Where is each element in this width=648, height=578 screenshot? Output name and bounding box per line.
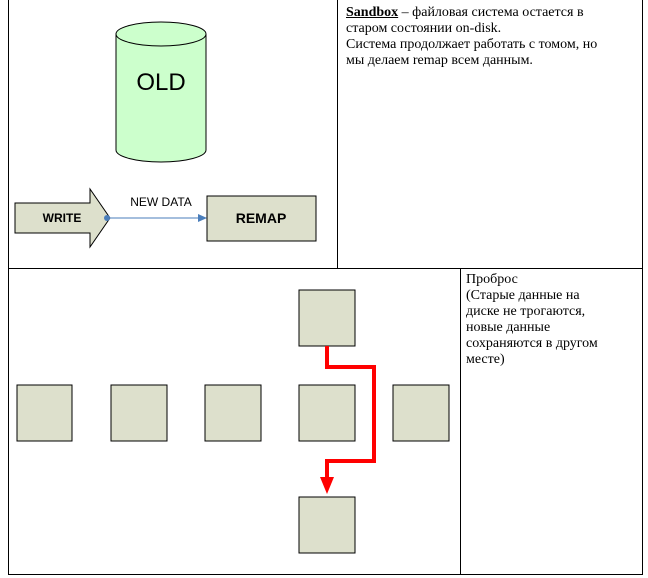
remap-path-arrowhead <box>320 477 334 494</box>
write-arrow: WRITE <box>14 187 111 249</box>
table-grid <box>8 0 643 575</box>
sandbox-keyword: Sandbox <box>346 5 399 20</box>
new-data-connector: NEW DATA <box>104 195 207 222</box>
proxy-line-6: месте) <box>466 352 505 367</box>
source-block <box>298 289 356 347</box>
cylinder-body <box>115 34 207 163</box>
write-arrow-shape <box>14 187 111 249</box>
disk-block-3 <box>204 384 262 442</box>
disk-block-2 <box>110 384 168 442</box>
proxy-line-5: сохраняются в другом <box>466 336 598 351</box>
sandbox-line-1-rest: – файловая система остается в <box>398 5 584 20</box>
remap-label: REMAP <box>236 210 287 226</box>
proxy-line-4: новые данные <box>466 320 551 335</box>
new-data-label: NEW DATA <box>130 195 192 209</box>
remap-box: REMAP <box>206 195 317 242</box>
cylinder-label: OLD <box>136 69 185 96</box>
connector-start-dot <box>104 215 110 221</box>
remap-rect <box>206 195 317 242</box>
remap-path-arrow <box>320 346 376 494</box>
write-label: WRITE <box>43 211 82 225</box>
sandbox-line-2: старом состоянии on-disk. <box>346 21 502 36</box>
disk-block-4 <box>298 384 356 442</box>
proxy-description: Проброс (Старые данные на диске не трога… <box>466 272 638 368</box>
disk-blocks <box>16 289 450 554</box>
old-cylinder: OLD <box>115 21 207 163</box>
connector-arrowhead <box>198 214 207 222</box>
sandbox-description: Sandbox – файловая система остается в ст… <box>346 5 638 69</box>
proxy-line-3: диске не трогаются, <box>466 304 586 319</box>
proxy-line-2: (Старые данные на <box>466 288 580 303</box>
sandbox-line-1: Sandbox – файловая система остается в <box>346 5 638 21</box>
proxy-line-1: Проброс <box>466 272 518 287</box>
remap-path <box>325 346 376 479</box>
sandbox-line-4: мы делаем remap всем данным. <box>346 53 533 68</box>
target-block <box>298 496 356 554</box>
sandbox-line-3: Система продолжает работать с томом, но <box>346 37 598 52</box>
disk-block-1 <box>16 384 73 442</box>
cylinder-top <box>115 21 207 47</box>
disk-block-5 <box>392 384 450 442</box>
